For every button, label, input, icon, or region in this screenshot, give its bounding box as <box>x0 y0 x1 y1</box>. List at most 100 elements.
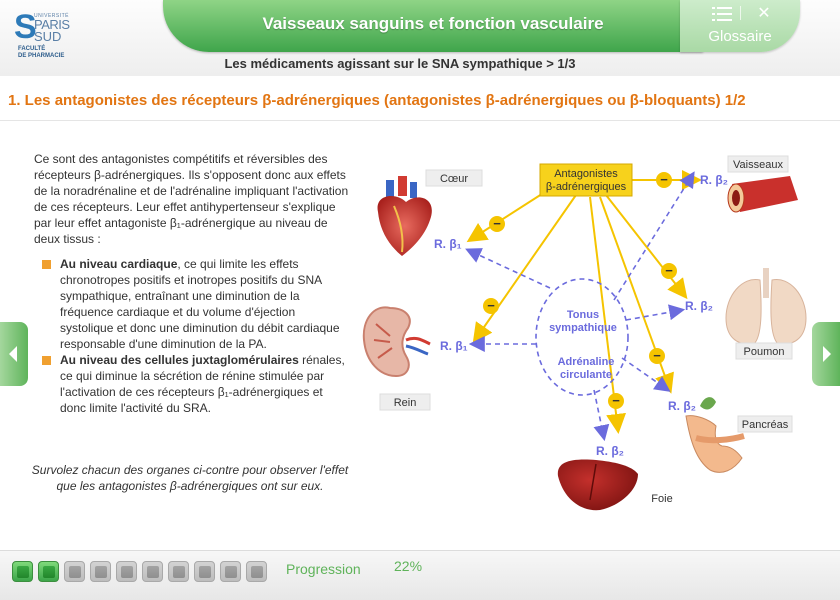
chevron-left-icon[interactable] <box>0 322 28 386</box>
progress-step[interactable] <box>194 561 215 582</box>
organ-label-box <box>727 155 789 173</box>
footer-bar: Progression 22% <box>0 550 840 600</box>
pancreas-icon[interactable] <box>685 397 745 473</box>
organ-label-poumon: Poumon <box>744 346 785 358</box>
progress-step[interactable] <box>116 561 137 582</box>
center-bottom-line1: Adrénaline <box>558 356 615 368</box>
receptor-label-coeur: R. β₁ <box>434 237 462 251</box>
minus-icon: − <box>661 263 677 279</box>
organ-foie[interactable]: Foie <box>557 459 673 511</box>
agonist-arrows <box>465 171 695 442</box>
lungs-icon[interactable] <box>725 268 807 345</box>
progress-step-indicator <box>146 565 159 578</box>
organ-label-rein: Rein <box>394 397 417 409</box>
breadcrumb: Les médicaments agissant sur le SNA symp… <box>224 56 576 71</box>
minus-icon: − <box>483 298 499 314</box>
close-icon[interactable]: ✕ <box>757 5 771 22</box>
minus-sign-3: − <box>660 172 668 187</box>
progress-step-indicator <box>42 565 55 578</box>
progress-step[interactable] <box>168 561 189 582</box>
minus-sign-5: − <box>653 348 661 363</box>
receptor-label-poumon: R. β₂ <box>685 299 713 313</box>
glossary-button[interactable]: Glossaire <box>708 28 772 45</box>
section-title: 1. Les antagonistes des récepteurs β-adr… <box>8 92 746 109</box>
list-icon[interactable] <box>712 6 732 22</box>
logo-sud: SUD <box>34 29 62 44</box>
list-item: Au niveau cardiaque, ce qui limite les e… <box>40 256 350 352</box>
organ-label-pancreas: Pancréas <box>742 419 789 431</box>
receptor-label-rein: R. β₁ <box>440 339 468 353</box>
center-top-line1: Tonus <box>567 309 599 321</box>
divider <box>0 120 840 121</box>
bullet-square-icon <box>42 356 51 365</box>
chevron-right-icon[interactable] <box>812 322 840 386</box>
minus-sign-2: − <box>487 298 495 313</box>
minus-icon: − <box>656 172 672 188</box>
progress-step-indicator <box>120 565 133 578</box>
heart-icon[interactable] <box>377 176 432 256</box>
organ-poumon[interactable]: Poumon <box>725 268 807 360</box>
organ-label-box <box>737 415 793 433</box>
antagonist-arrows <box>466 170 702 434</box>
liver-icon[interactable] <box>557 459 638 511</box>
progress-step[interactable] <box>246 561 267 582</box>
organ-label-box <box>735 342 793 360</box>
minus-sign-4: − <box>665 263 673 278</box>
organ-rein[interactable]: Rein <box>362 306 431 411</box>
organ-pancreas[interactable]: Pancréas <box>685 397 793 473</box>
progress-step[interactable] <box>64 561 85 582</box>
organ-label-box <box>379 393 431 411</box>
progress-step[interactable] <box>12 561 33 582</box>
receptor-label-pancreas: R. β₂ <box>668 399 696 413</box>
progress-steps <box>12 561 267 582</box>
organ-vaisseaux[interactable]: Vaisseaux <box>727 155 798 213</box>
bullet-heading: Au niveau des cellules juxtaglomérulaire… <box>60 353 299 367</box>
receptor-label-vaisseaux: R. β₂ <box>700 173 728 187</box>
previous-page-button[interactable] <box>0 322 28 386</box>
logo-paris: PARIS <box>34 17 70 32</box>
content-panel: 1. Les antagonistes des récepteurs β-adr… <box>0 76 840 550</box>
organ-label-foie: Foie <box>651 493 672 505</box>
glossary-tab[interactable]: ✕ Glossaire <box>680 0 800 52</box>
hover-instruction: Survolez chacun des organes ci-contre po… <box>31 463 349 493</box>
progress-label: Progression <box>286 561 361 577</box>
minus-markers: − − − − − − <box>483 172 677 409</box>
progress-step[interactable] <box>38 561 59 582</box>
organ-coeur[interactable]: Cœur <box>377 169 483 256</box>
organ-label-vaisseaux: Vaisseaux <box>733 159 783 171</box>
bullet-text: , ce qui limite les effets chronotropes … <box>60 257 340 351</box>
antagonist-line1: Antagonistes <box>554 168 618 180</box>
minus-icon: − <box>649 348 665 364</box>
progress-step[interactable] <box>142 561 163 582</box>
module-title: Vaisseaux sanguins et fonction vasculair… <box>262 14 604 33</box>
progress-step-indicator <box>94 565 107 578</box>
list-item: Au niveau des cellules juxtaglomérulaire… <box>40 352 350 416</box>
minus-icon: − <box>608 393 624 409</box>
next-page-button[interactable] <box>812 322 840 386</box>
organ-label-coeur: Cœur <box>440 173 468 185</box>
blood-vessel-icon[interactable] <box>727 176 798 213</box>
logo-faculte-line1: FACULTÉ <box>18 46 46 52</box>
progress-step-indicator <box>224 565 237 578</box>
kidney-icon[interactable] <box>362 306 431 378</box>
progress-step[interactable] <box>90 561 111 582</box>
antagonist-line2: β-adrénergiques <box>546 181 627 193</box>
central-ellipse <box>535 278 629 396</box>
organ-label-box <box>425 169 483 187</box>
progress-step-indicator <box>68 565 81 578</box>
logo-faculte-line2: DE PHARMACIE <box>18 53 65 59</box>
progress-step[interactable] <box>220 561 241 582</box>
bullet-heading: Au niveau cardiaque <box>60 257 178 271</box>
glossary-separator <box>740 6 741 20</box>
bullet-text: rénales, ce qui diminue la sécrétion de … <box>60 353 345 415</box>
logo-universite: UNIVERSITÉ <box>34 13 70 19</box>
bullet-list: Au niveau cardiaque, ce qui limite les e… <box>40 256 350 416</box>
